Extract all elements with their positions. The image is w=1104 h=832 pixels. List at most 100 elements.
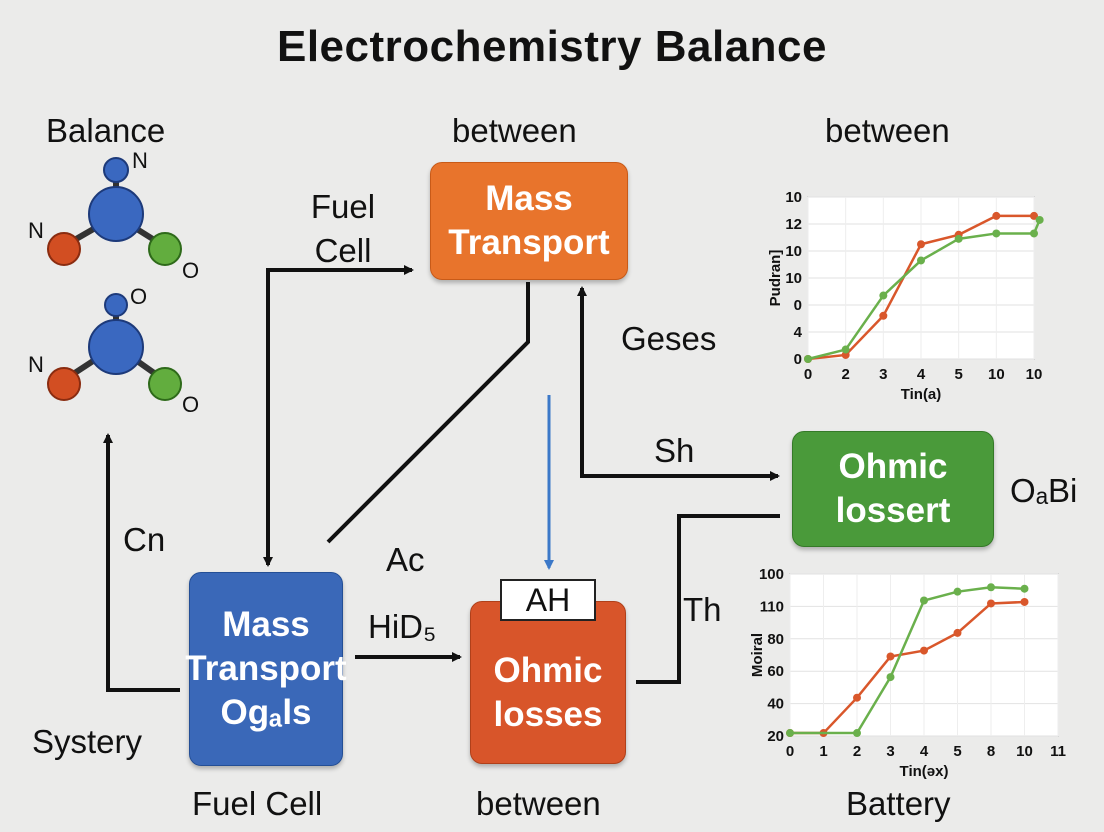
atom-label-right: O [182, 258, 199, 283]
y-tick-label: 0 [794, 297, 802, 314]
data-point-green [987, 583, 995, 592]
x-tick-label: 0 [804, 366, 812, 383]
x-tick-label: 5 [954, 366, 962, 383]
y-tick-label: 0 [794, 351, 802, 368]
x-tick-label: 0 [786, 743, 794, 760]
y-tick-label: 40 [767, 696, 784, 713]
label-balance: Balance [46, 112, 166, 149]
label-fuel: Fuel [310, 188, 376, 225]
connector-diagonal [326, 282, 530, 544]
label-hid: HiD₅ [368, 608, 437, 645]
data-point-green [954, 234, 963, 243]
data-point-green [992, 229, 1001, 238]
label-th: Th [683, 591, 722, 628]
data-point-green [853, 729, 861, 738]
x-tick-label: 1 [819, 743, 827, 760]
data-point-green [1030, 229, 1038, 238]
data-point-green [1020, 584, 1029, 593]
y-tick-label: 60 [767, 663, 784, 680]
box-line-1: Ohmic [838, 447, 948, 487]
mass-transport-bottom-box: Mass Transport Ogₐls [185, 572, 347, 766]
x-tick-label: 4 [917, 366, 926, 383]
x-tick-label: 10 [1026, 366, 1043, 383]
y-tick-label: 110 [760, 598, 784, 615]
label-battery: Battery [846, 785, 951, 822]
box-line-2: lossert [835, 491, 951, 530]
y-tick-label: 4 [794, 324, 803, 341]
x-tick-label: 3 [879, 366, 887, 383]
data-point-green [917, 256, 925, 265]
x-tick-label: 10 [988, 366, 1005, 383]
atom-left [47, 367, 81, 401]
box-line-1: Mass [222, 605, 310, 645]
atom-label-left: N [28, 352, 44, 377]
y-tick-label: 10 [785, 189, 802, 206]
data-point-red [987, 599, 995, 608]
data-point-green [786, 729, 794, 738]
x-tick-label: 2 [853, 743, 861, 760]
x-axis-label: Tin(a) [901, 386, 942, 403]
atom-label-left: N [28, 218, 44, 243]
data-point-red [953, 628, 962, 637]
label-oabi: OₐBi [1010, 472, 1078, 509]
connector-ohmic-to-green [636, 514, 780, 684]
atom-label-right: O [182, 392, 199, 417]
y-tick-label: 10 [785, 243, 802, 260]
x-tick-label: 10 [1016, 743, 1033, 760]
arrow-fuel-cell-to-mass-transport [266, 265, 414, 560]
label-cn: Cn [123, 521, 166, 558]
x-tick-label: 2 [841, 366, 849, 383]
diagram-title: Electrochemistry Balance [276, 22, 828, 71]
box-line-1: Mass [485, 179, 573, 219]
label-ac: Ac [386, 541, 425, 578]
atom-right [148, 232, 182, 266]
label-between-top-right: between [825, 112, 950, 149]
atom-center [88, 319, 144, 375]
data-point-green [886, 673, 895, 682]
data-point-red [1020, 597, 1029, 606]
label-geses: Geses [621, 320, 717, 357]
data-point-green [953, 587, 962, 596]
atom-top [104, 293, 128, 317]
atom-top [103, 157, 129, 183]
atom-right [148, 367, 182, 401]
data-point-red [992, 211, 1001, 220]
x-tick-label: 4 [920, 743, 929, 760]
y-tick-label: 80 [767, 631, 784, 648]
label-systery: Systery [32, 723, 143, 760]
y-axis-label: Pudran] [767, 250, 784, 307]
y-tick-label: 10 [785, 270, 802, 287]
arrow-system-to-molecule [103, 433, 180, 692]
molecule-bottom: O N O [28, 284, 199, 417]
x-axis-label: Tin(ǝx) [900, 763, 949, 780]
box-line-3: Ogₐls [220, 692, 312, 732]
label-fuel-cell-bottom: Fuel Cell [192, 785, 323, 822]
data-point-green [920, 596, 928, 605]
label-fuel-cell-top: Fuel Cell [300, 185, 386, 273]
data-point-red [879, 311, 888, 320]
x-tick-label: 3 [886, 743, 894, 760]
series-line-red [790, 600, 1025, 735]
data-point-red [1030, 211, 1038, 220]
y-tick-label: 20 [767, 728, 784, 745]
x-tick-label: 5 [953, 743, 961, 760]
ohmic-losses-bottom-box: Ohmic losses [470, 601, 626, 764]
ohmic-losses-right-box: Ohmic lossert [792, 431, 994, 547]
x-tick-label: 8 [987, 743, 995, 760]
mass-transport-top-box: Mass Transport [430, 162, 628, 280]
y-axis-label: Moiral [749, 633, 766, 677]
data-point-green [1035, 215, 1044, 224]
atom-label-top: N [132, 148, 148, 173]
data-point-green [841, 345, 850, 354]
box-line-2: Transport [185, 649, 347, 689]
box-line-2: Transport [448, 223, 610, 262]
data-point-green [879, 291, 888, 300]
label-between-top-mid: between [452, 112, 577, 149]
data-point-red [853, 693, 861, 702]
series-line-green [807, 219, 1041, 361]
box-line-2: losses [493, 694, 603, 734]
molecule-diagram: N N O O N O [28, 148, 199, 417]
label-cell: Cell [314, 232, 372, 269]
